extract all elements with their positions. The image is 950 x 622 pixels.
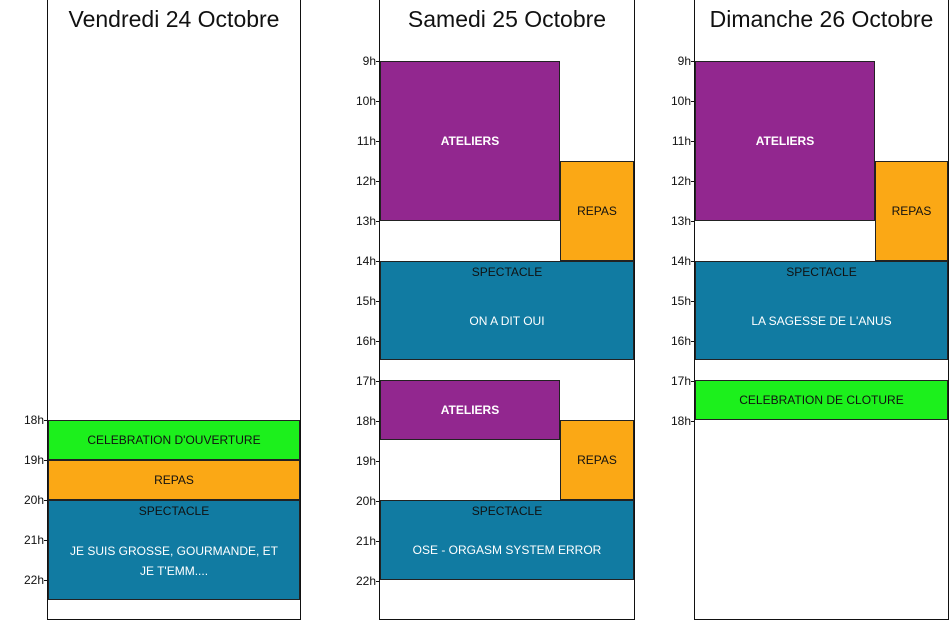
hour-label: 16h (355, 334, 376, 348)
hour-tick (376, 61, 380, 62)
event-label: CELEBRATION DE CLOTURE (739, 393, 904, 407)
hour-tick (376, 301, 380, 302)
event-workshops-morning[interactable]: ATELIERS (380, 61, 560, 221)
hour-tick (691, 261, 695, 262)
hour-label: 10h (670, 94, 691, 108)
event-show[interactable]: SPECTACLE JE SUIS GROSSE, GOURMANDE, ET … (48, 500, 300, 600)
hour-label: 16h (670, 334, 691, 348)
hour-label: 12h (670, 174, 691, 188)
hour-label: 22h (355, 574, 376, 588)
event-workshops[interactable]: ATELIERS (695, 61, 875, 221)
hour-label: 19h (23, 453, 44, 467)
event-show[interactable]: SPECTACLE LA SAGESSE DE L'ANUS (695, 261, 948, 360)
event-category: SPECTACLE (471, 265, 543, 279)
hour-tick (376, 541, 380, 542)
hour-tick (691, 301, 695, 302)
event-label: REPAS (577, 453, 617, 467)
hour-label: 12h (355, 174, 376, 188)
hour-tick (44, 500, 48, 501)
event-title: ON A DIT OUI (469, 314, 545, 328)
event-meal-noon[interactable]: REPAS (560, 161, 634, 261)
event-label: ATELIERS (440, 403, 500, 417)
hour-tick (376, 501, 380, 502)
day-title: Dimanche 26 Octobre (709, 6, 934, 32)
hour-label: 13h (355, 214, 376, 228)
event-opening-celebration[interactable]: CELEBRATION D'OUVERTURE (48, 420, 300, 460)
hour-label: 10h (355, 94, 376, 108)
hour-label: 19h (355, 454, 376, 468)
hour-tick (376, 101, 380, 102)
hour-tick (44, 420, 48, 421)
event-meal[interactable]: REPAS (48, 460, 300, 500)
hour-tick (691, 341, 695, 342)
hour-label: 17h (670, 374, 691, 388)
hour-tick (376, 421, 380, 422)
event-title: LA SAGESSE DE L'ANUS (751, 314, 892, 328)
event-title: OSE - ORGASM SYSTEM ERROR (412, 543, 602, 557)
hour-tick (44, 460, 48, 461)
hour-tick (691, 221, 695, 222)
event-meal-evening[interactable]: REPAS (560, 420, 634, 500)
event-label: REPAS (154, 473, 194, 487)
day-column-friday: Vendredi 24 Octobre CELEBRATION D'OUVERT… (47, 0, 301, 620)
hour-tick (44, 540, 48, 541)
event-category: SPECTACLE (471, 504, 543, 518)
hour-tick (691, 421, 695, 422)
day-title: Samedi 25 Octobre (407, 6, 607, 32)
event-label: CELEBRATION D'OUVERTURE (87, 433, 261, 447)
event-title: JE SUIS GROSSE, GOURMANDE, ET JE T'EMM..… (69, 544, 279, 578)
event-meal[interactable]: REPAS (875, 161, 948, 261)
hour-tick (376, 461, 380, 462)
event-show-afternoon[interactable]: SPECTACLE ON A DIT OUI (380, 261, 634, 360)
hour-label: 14h (670, 254, 691, 268)
hour-label: 14h (355, 254, 376, 268)
hour-tick (376, 221, 380, 222)
hour-label: 13h (670, 214, 691, 228)
hour-label: 18h (23, 413, 44, 427)
hour-tick (376, 381, 380, 382)
hour-label: 20h (23, 493, 44, 507)
hour-label: 18h (355, 414, 376, 428)
hour-label: 17h (355, 374, 376, 388)
hour-tick (691, 181, 695, 182)
hour-tick (44, 580, 48, 581)
event-label: ATELIERS (755, 134, 815, 148)
hour-label: 11h (671, 134, 691, 148)
hour-label: 9h (362, 54, 376, 68)
hour-label: 11h (356, 134, 376, 148)
hour-label: 15h (355, 294, 376, 308)
hour-label: 22h (23, 573, 44, 587)
day-column-sunday: Dimanche 26 Octobre ATELIERS REPAS SPECT… (694, 0, 949, 620)
event-label: REPAS (577, 204, 617, 218)
hour-label: 15h (670, 294, 691, 308)
hour-label: 21h (355, 534, 376, 548)
day-column-saturday: Samedi 25 Octobre ATELIERS REPAS SPECTAC… (379, 0, 635, 620)
event-label: REPAS (891, 204, 932, 218)
hour-label: 21h (23, 533, 44, 547)
event-show-evening[interactable]: SPECTACLE OSE - ORGASM SYSTEM ERROR (380, 500, 634, 580)
hour-tick (376, 261, 380, 262)
event-workshops-evening[interactable]: ATELIERS (380, 380, 560, 440)
event-closing-celebration[interactable]: CELEBRATION DE CLOTURE (695, 380, 948, 420)
hour-tick (691, 141, 695, 142)
event-category: SPECTACLE (786, 265, 857, 279)
hour-tick (376, 181, 380, 182)
event-label: ATELIERS (440, 134, 500, 148)
hour-tick (376, 141, 380, 142)
hour-tick (691, 101, 695, 102)
hour-tick (376, 581, 380, 582)
day-title: Vendredi 24 Octobre (68, 6, 280, 32)
hour-label: 18h (670, 414, 691, 428)
hour-tick (691, 61, 695, 62)
hour-tick (691, 381, 695, 382)
hour-tick (376, 341, 380, 342)
event-category: SPECTACLE (138, 504, 210, 518)
hour-label: 9h (677, 54, 691, 68)
hour-label: 20h (355, 494, 376, 508)
